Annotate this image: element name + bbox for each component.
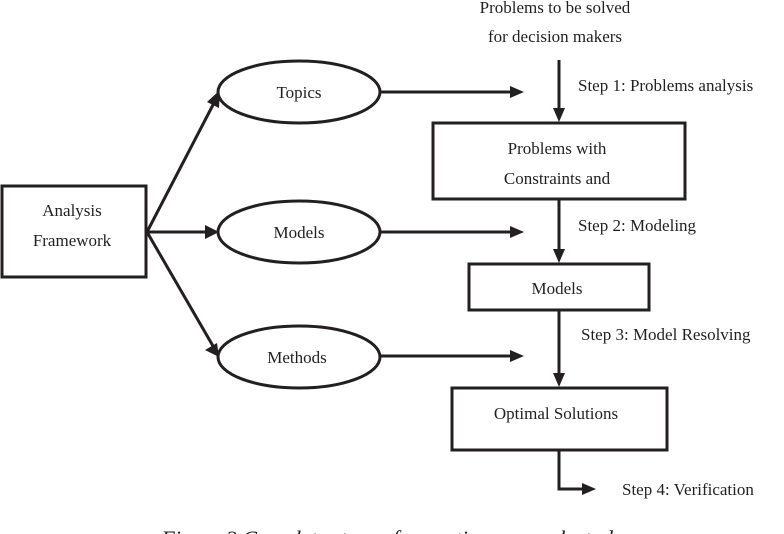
step3-arrow [553, 311, 565, 387]
problems-line2: Constraints and [504, 169, 611, 188]
problems-node: Problems with Constraints and [431, 121, 687, 201]
models-to-step2-arrow [380, 226, 524, 238]
models-box-label: Models [532, 279, 583, 298]
top-note-line2: for decision makers [488, 27, 622, 46]
topics-to-step1-arrow [380, 86, 524, 98]
models-box [467, 262, 651, 312]
arrowhead-icon [510, 226, 524, 238]
step2-label: Step 2: Modeling [578, 216, 697, 235]
topics-node: Topics [216, 59, 382, 125]
step2-arrow [553, 200, 565, 263]
root-to-methods-arrow [145, 231, 219, 357]
solutions-node: Optimal Solutions [450, 386, 669, 452]
models-ellipse-label: Models [274, 223, 325, 242]
solutions-box [450, 386, 669, 452]
arrowhead-icon [205, 343, 219, 357]
analysis-framework-line1: Analysis [42, 201, 102, 220]
root-to-topics-arrow [145, 90, 220, 233]
arrowhead-icon [510, 350, 524, 362]
arrowhead-icon [553, 108, 565, 122]
step3-label: Step 3: Model Resolving [581, 325, 751, 344]
methods-label: Methods [267, 348, 327, 367]
arrowhead-icon [553, 249, 565, 263]
topics-label: Topics [276, 83, 321, 102]
step4-arrow [557, 451, 596, 495]
arrowhead-icon [205, 225, 219, 239]
models-ellipse-node: Models [216, 199, 382, 265]
problems-line1: Problems with [508, 139, 607, 158]
arrowhead-icon [510, 86, 524, 98]
top-note-line1: Problems to be solved [480, 0, 631, 17]
step1-arrow [553, 60, 565, 122]
models-box-node: Models [467, 262, 651, 312]
analysis-framework-line2: Framework [33, 231, 112, 250]
analysis-framework-box [0, 184, 148, 279]
step4-label: Step 4: Verification [622, 480, 754, 499]
root-to-models-arrow [147, 225, 219, 239]
arrowhead-icon [582, 483, 596, 495]
figure-caption: Figure 2 Complete steps of operation res… [160, 526, 623, 534]
methods-node: Methods [216, 324, 382, 390]
analysis-framework-node: Analysis Framework [0, 184, 148, 279]
step1-label: Step 1: Problems analysis [578, 76, 753, 95]
problems-box [431, 121, 687, 201]
arrowhead-icon [553, 373, 565, 387]
methods-to-step3-arrow [380, 350, 524, 362]
solutions-label: Optimal Solutions [494, 404, 618, 423]
